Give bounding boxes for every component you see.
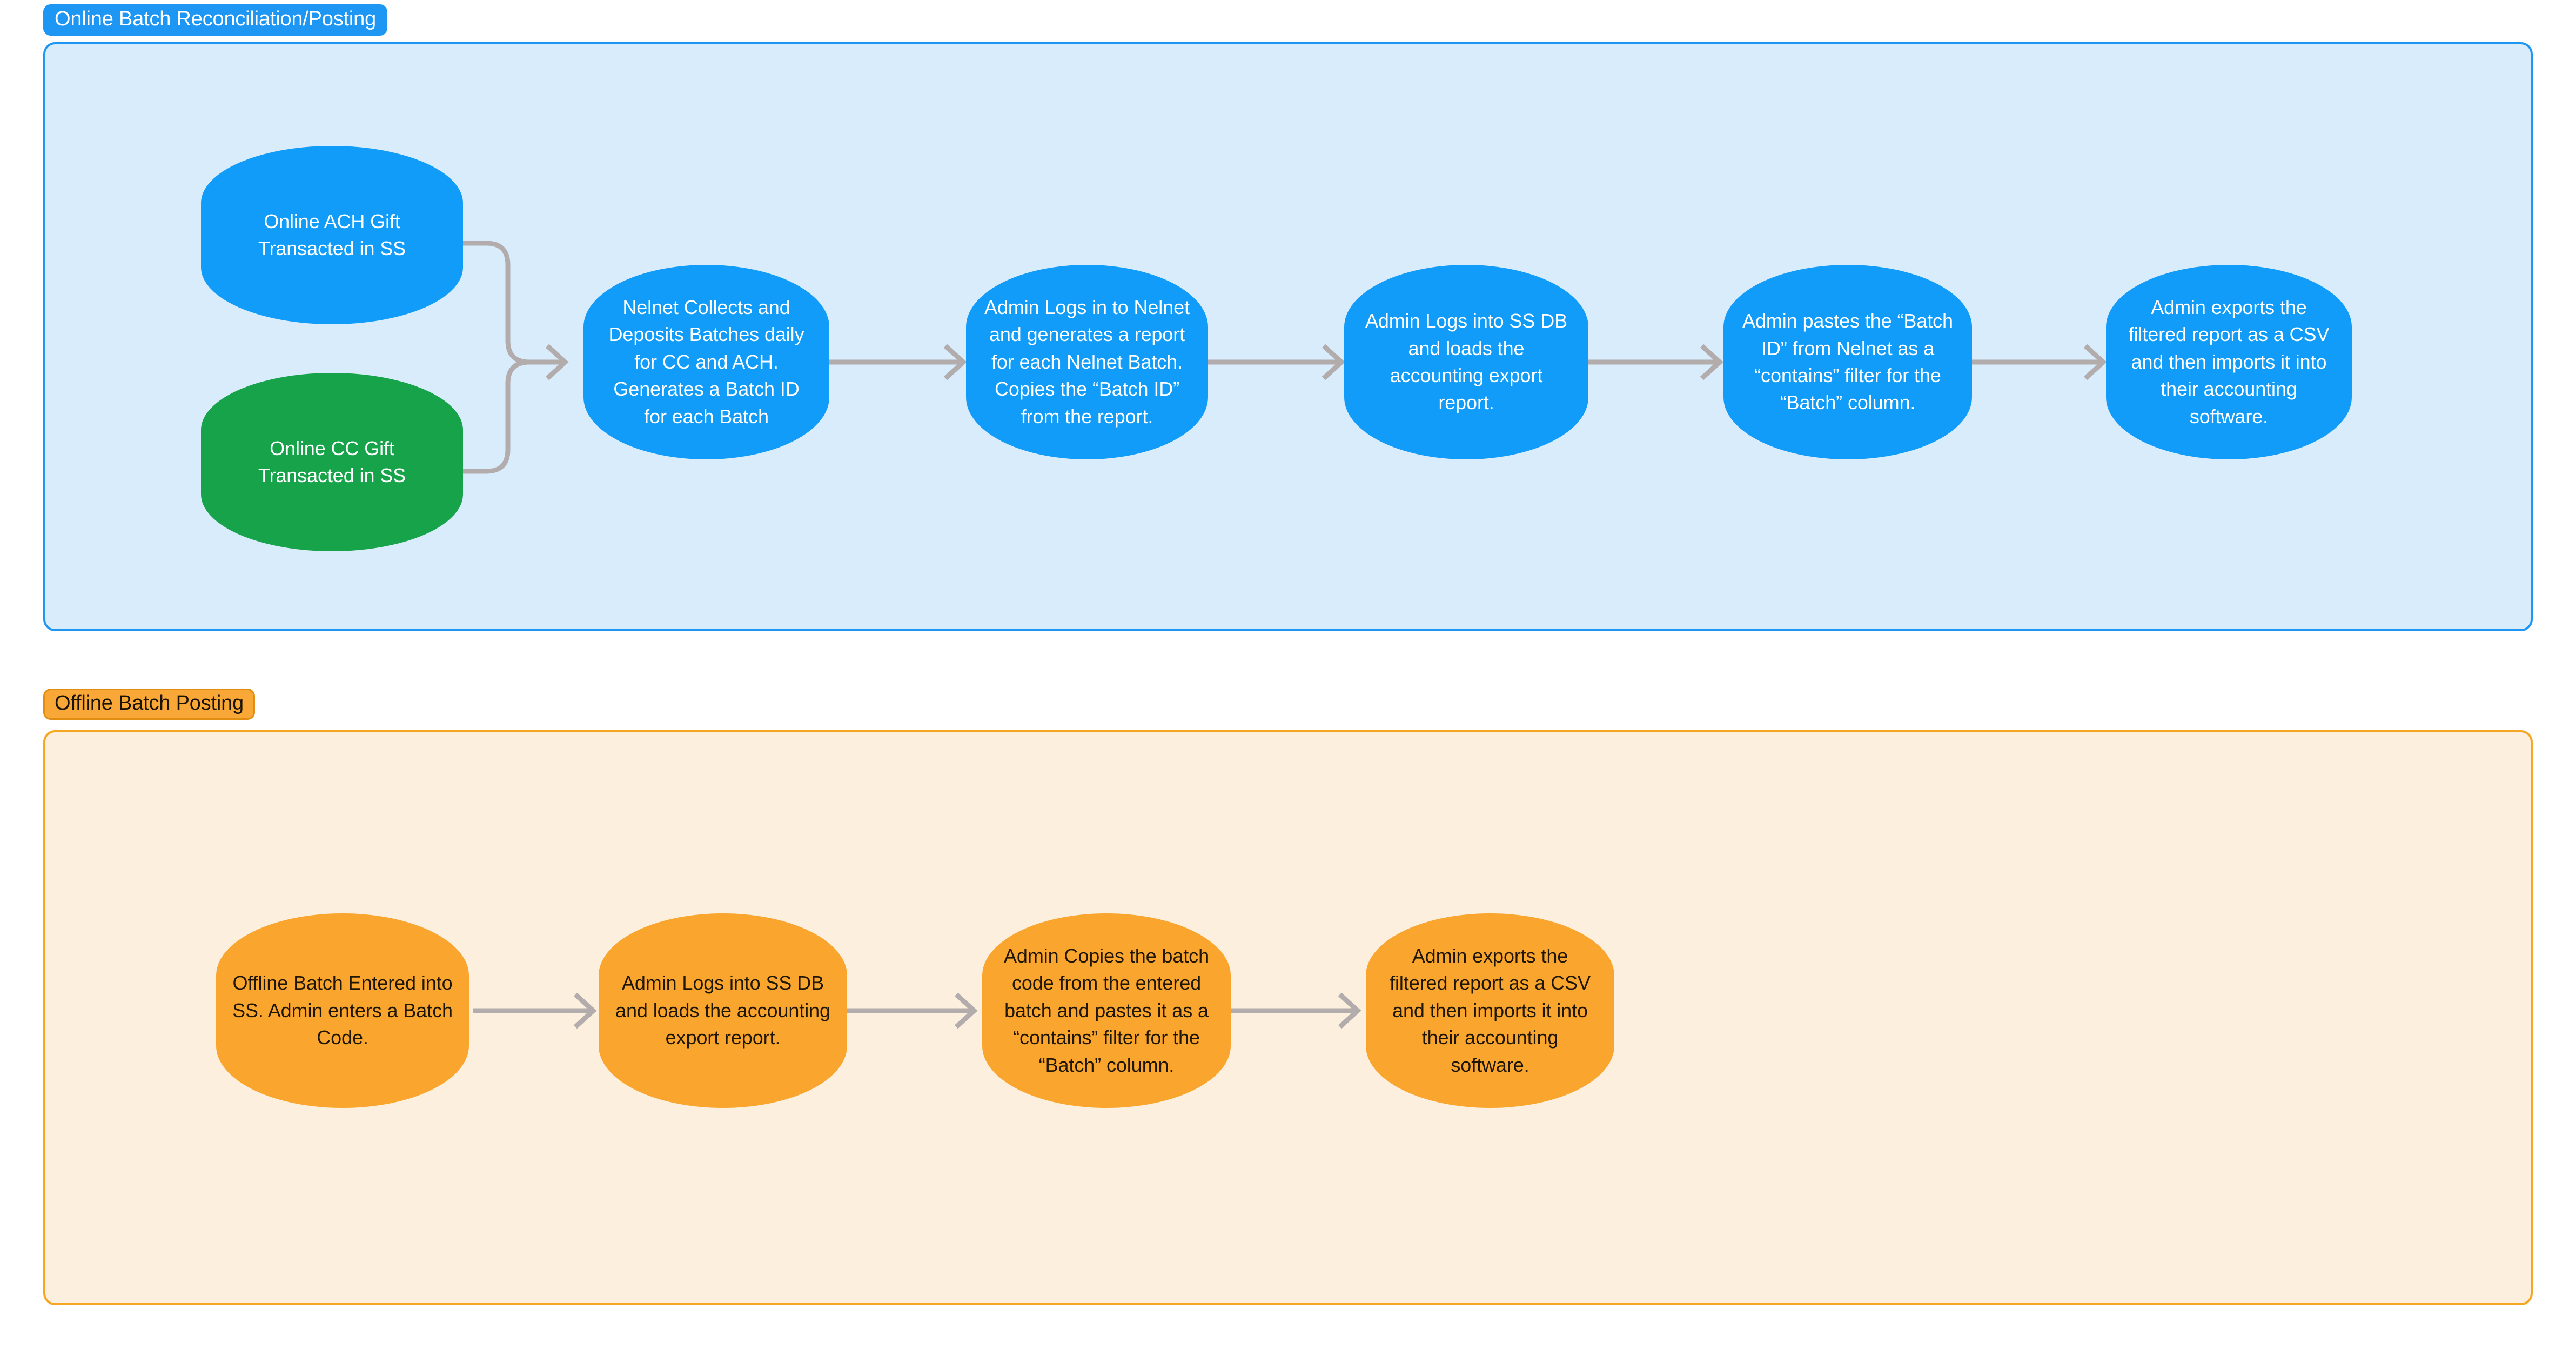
node-online-ach-gift[interactable]: Online ACH Gift Transacted in SS	[201, 146, 463, 324]
node-admin-logs-in-to-nelnet[interactable]: Admin Logs in to Nelnet and generates a …	[966, 265, 1208, 459]
node-offline-admin-copies-batch-code[interactable]: Admin Copies the batch code from the ent…	[982, 913, 1231, 1108]
node-online-cc-gift[interactable]: Online CC Gift Transacted in SS	[201, 373, 463, 551]
node-admin-exports-csv[interactable]: Admin exports the filtered report as a C…	[2106, 265, 2352, 459]
node-admin-logs-into-ss-db[interactable]: Admin Logs into SS DB and loads the acco…	[1344, 265, 1588, 459]
node-offline-admin-logs-into-ss-db[interactable]: Admin Logs into SS DB and loads the acco…	[599, 913, 847, 1108]
node-offline-batch-entered[interactable]: Offline Batch Entered into SS. Admin ent…	[216, 913, 469, 1108]
node-offline-admin-exports-csv[interactable]: Admin exports the filtered report as a C…	[1366, 913, 1614, 1108]
lane-title-online-batch-reconciliation: Online Batch Reconciliation/Posting	[43, 4, 388, 36]
lane-title-offline-batch-posting: Offline Batch Posting	[43, 689, 255, 720]
node-nelnet-collects-deposits[interactable]: Nelnet Collects and Deposits Batches dai…	[583, 265, 829, 459]
node-admin-pastes-batch-id[interactable]: Admin pastes the “Batch ID” from Nelnet …	[1723, 265, 1972, 459]
